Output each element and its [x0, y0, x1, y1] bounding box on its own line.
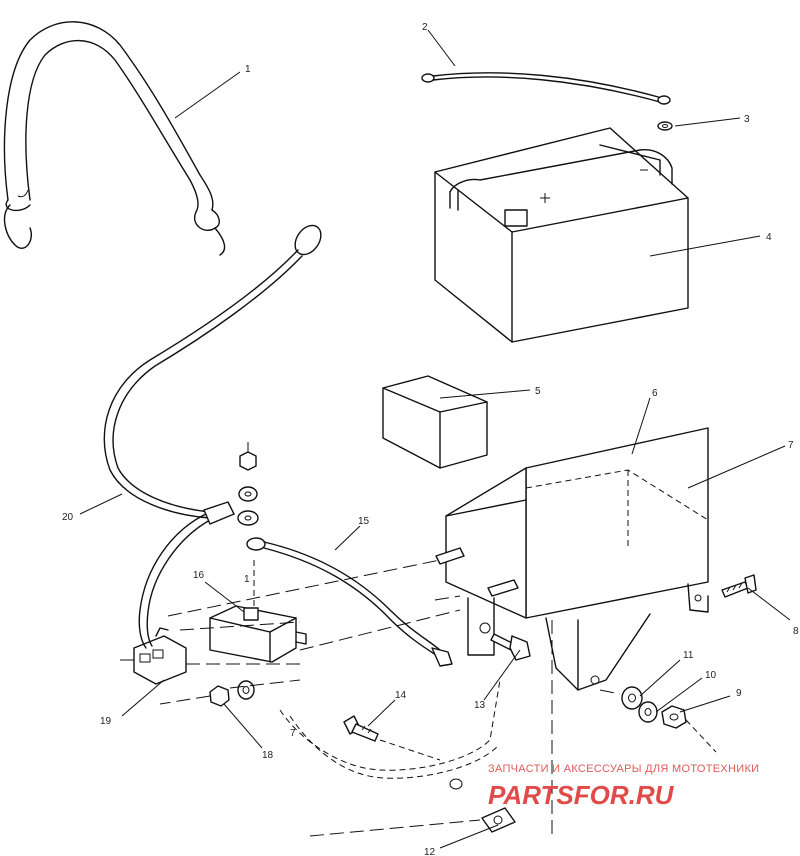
callout-labels: 1 2 3 4 5 6 7 8 9 10 11 12 13 14 15 16 1… [62, 22, 799, 856]
leader-lines [79, 29, 791, 849]
callout-1: 1 [245, 64, 251, 75]
callout-14: 14 [395, 690, 407, 701]
part-10-washer [638, 701, 658, 723]
part-15-cable [246, 537, 453, 667]
callout-2: 2 [422, 22, 428, 33]
box-bolts [435, 547, 519, 597]
callout-8: 8 [793, 626, 799, 637]
callout-4: 4 [766, 232, 772, 243]
callout-10: 10 [705, 670, 717, 681]
part-14-bolt [343, 715, 379, 742]
callout-7: 7 [788, 440, 794, 451]
part-18-nut-washer [209, 680, 255, 707]
callout-3: 3 [744, 114, 750, 125]
part-13-bolt [490, 633, 531, 661]
callout-9: 9 [736, 688, 742, 699]
watermark-tagline: ЗАПЧАСТИ И АКСЕССУАРЫ ДЛЯ МОТОТЕХНИКИ [488, 763, 759, 775]
part-19-connector [133, 627, 187, 685]
part-16-relay [209, 560, 307, 663]
callout-12: 12 [424, 847, 436, 856]
watermark: ЗАПЧАСТИ И АКСЕССУАРЫ ДЛЯ МОТОТЕХНИКИ PA… [488, 763, 759, 810]
callout-13: 13 [474, 700, 486, 711]
part-9-nut [661, 705, 687, 729]
callout-17-a: 1 [244, 574, 250, 585]
part-8-bolt [721, 574, 757, 598]
callout-15: 15 [358, 516, 370, 527]
callout-19: 19 [100, 716, 112, 727]
part-2-cable [421, 72, 671, 105]
watermark-logo: PARTSFOR.RU [488, 780, 675, 810]
callout-11: 11 [683, 650, 694, 661]
part-4-battery [434, 127, 689, 343]
part-1-battery-strap [3, 21, 226, 256]
part-3-washer [657, 121, 673, 131]
relay-nut-stack [237, 442, 259, 526]
part-12-clip-nut [449, 778, 516, 833]
callout-20: 20 [62, 512, 74, 523]
part-5-block [382, 375, 488, 469]
part-6-battery-box [445, 427, 709, 691]
callout-6: 6 [652, 388, 658, 399]
callout-5: 5 [535, 386, 541, 397]
callout-17-b: 7 [290, 728, 296, 739]
callout-18: 18 [262, 750, 274, 761]
assembly-dash-lines [120, 559, 717, 840]
part-20-cable [103, 224, 322, 649]
callout-16: 16 [193, 570, 205, 581]
part-11-washer [621, 686, 643, 710]
